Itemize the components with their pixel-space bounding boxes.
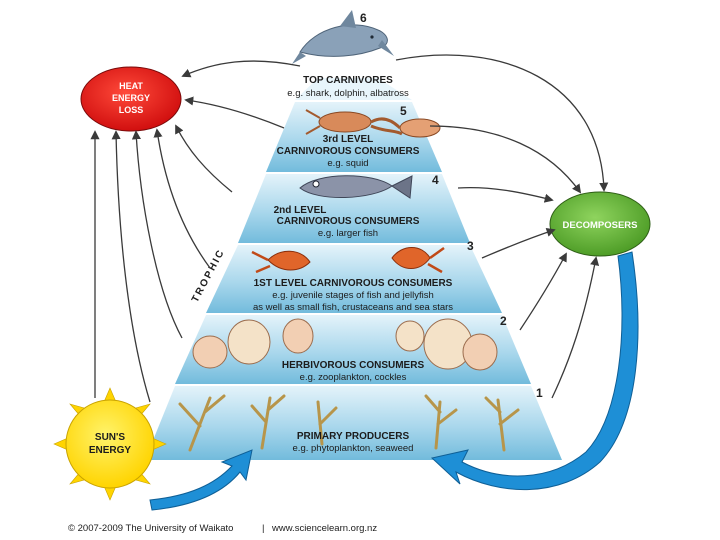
heat-label-2: ENERGY: [112, 93, 150, 103]
arrow-1st-to-decomposers: [481, 227, 556, 259]
nutrient-recycle-arrows: [149, 251, 639, 511]
arrow-3rd-to-decomposers: [429, 125, 582, 194]
arrow-top-to-decomposers: [395, 54, 609, 192]
tier-2nd-level: [238, 174, 470, 243]
crayfish-icon: [251, 246, 445, 274]
level-3-example-1: e.g. juvenile stages of fish and jellyfi…: [272, 290, 434, 301]
arrow-3rd-to-heat: [184, 96, 285, 129]
level-number-2: 2: [500, 314, 507, 328]
level-4-title-2: CARNIVOROUS CONSUMERS: [277, 216, 420, 227]
sun-label-2: ENERGY: [89, 445, 132, 456]
heat-label-3: LOSS: [119, 105, 144, 115]
level-number-3: 3: [467, 239, 474, 253]
arrow-2nd-to-heat: [175, 124, 233, 193]
arrow-herb-to-decomposers: [519, 252, 567, 331]
level-1-example: e.g. phytoplankton, seaweed: [293, 443, 414, 454]
level-number-1: 1: [536, 386, 543, 400]
level-1-title: PRIMARY PRODUCERS: [297, 431, 410, 442]
tier-top-carnivores: [295, 78, 412, 100]
level-6-title: TOP CARNIVORES: [303, 75, 393, 86]
sun-label-1: SUN'S: [95, 432, 125, 443]
arrow-producers-to-decomposers: [551, 256, 600, 399]
level-5-title-1: 3rd LEVEL: [323, 134, 374, 145]
tier-labels: TOP CARNIVORES e.g. shark, dolphin, alba…: [253, 75, 453, 454]
level-5-title-2: CARNIVOROUS CONSUMERS: [277, 146, 420, 157]
level-numbers: 6 5 4 3 2 1: [360, 11, 543, 400]
dolphin-icon: [292, 10, 394, 64]
squid-icon: [305, 109, 441, 138]
arrow-decomposers-to-producers: [430, 251, 639, 491]
sun-energy: SUN'S ENERGY: [53, 387, 167, 501]
cockle-icon: [192, 318, 498, 371]
level-number-4: 4: [432, 173, 439, 187]
level-number-5: 5: [400, 104, 407, 118]
arrow-herb-to-heat: [131, 130, 183, 339]
footer-copyright: © 2007-2009 The University of Waikato: [68, 523, 233, 534]
footer-url: www.sciencelearn.org.nz: [271, 523, 377, 534]
energy-flow-arrows: [90, 54, 609, 403]
arrow-top-to-heat: [181, 60, 301, 78]
level-2-title: HERBIVOROUS CONSUMERS: [282, 360, 425, 371]
level-6-example: e.g. shark, dolphin, albatross: [287, 88, 409, 99]
level-3-title: 1ST LEVEL CARNIVOROUS CONSUMERS: [254, 278, 453, 289]
tier-3rd-level: [266, 102, 442, 172]
arrow-1st-to-heat: [153, 128, 211, 269]
tier-primary-producers: [145, 386, 562, 460]
heat-energy-loss: HEAT ENERGY LOSS: [80, 66, 182, 132]
arrow-2nd-to-decomposers: [457, 186, 554, 203]
level-4-title-1: 2nd LEVEL: [274, 205, 327, 216]
heat-label-1: HEAT: [119, 81, 143, 91]
fish-icon: [299, 175, 413, 199]
level-4-example: e.g. larger fish: [318, 228, 378, 239]
level-number-6: 6: [360, 11, 367, 25]
footer: © 2007-2009 The University of Waikato | …: [68, 523, 377, 534]
arrow-sun-to-producers: [149, 449, 253, 511]
decomposers-label: DECOMPOSERS: [563, 220, 638, 231]
footer-separator: |: [262, 523, 264, 534]
level-3-example-2: as well as small fish, crustaceans and s…: [253, 302, 453, 313]
decomposers: DECOMPOSERS: [549, 191, 651, 257]
level-5-example: e.g. squid: [327, 158, 368, 169]
seaweed-icon: [178, 394, 520, 452]
level-2-example: e.g. zooplankton, cockles: [300, 372, 407, 383]
arrow-heat-from-producers: [111, 130, 151, 403]
